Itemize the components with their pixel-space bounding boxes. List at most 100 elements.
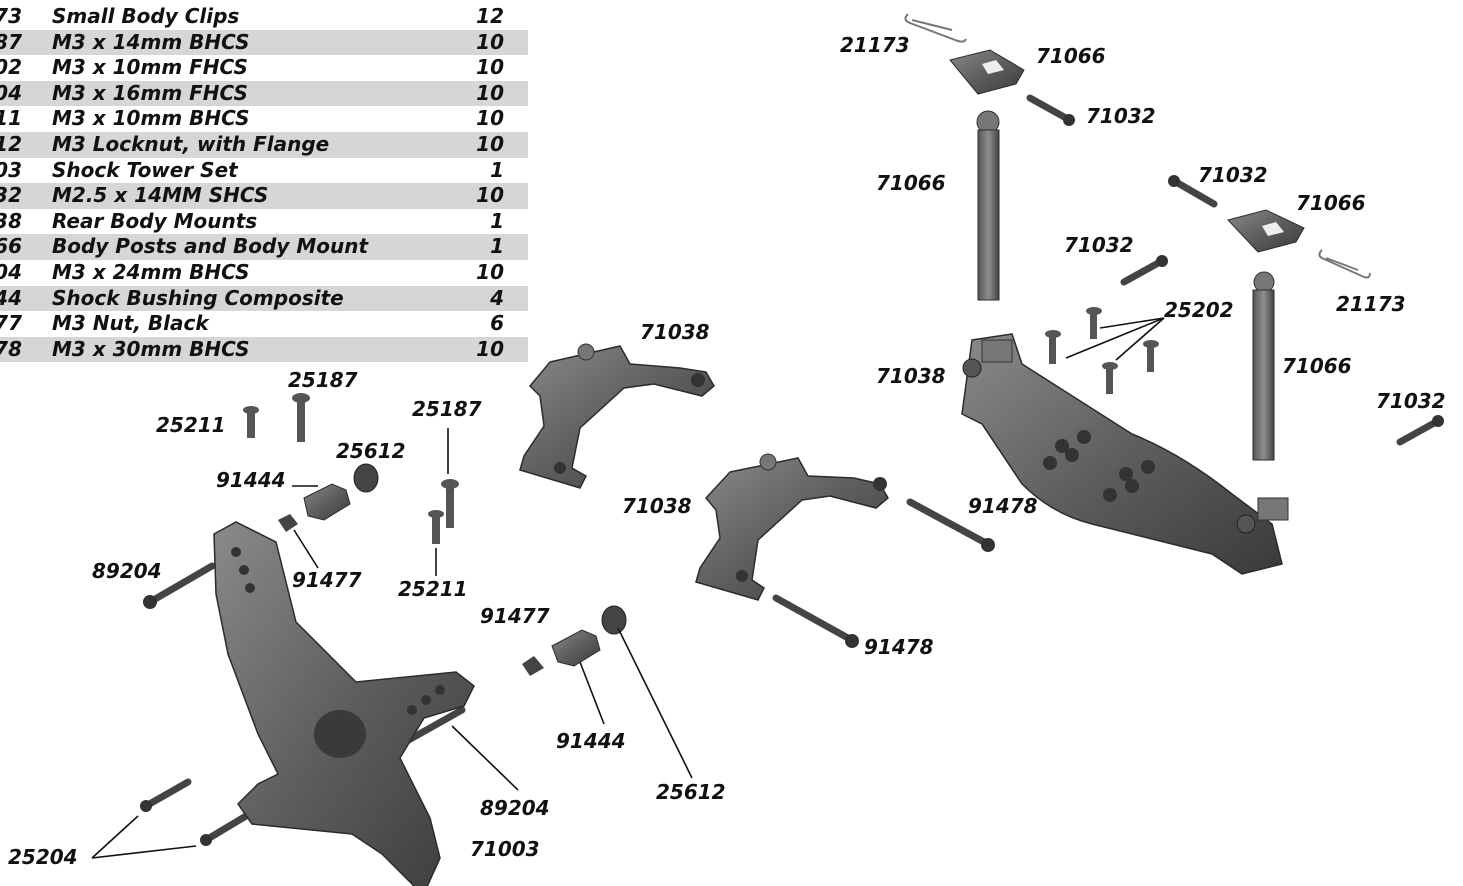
- callout-71066-post-right: 71066: [1282, 354, 1352, 378]
- part-description: M3 x 24mm BHCS: [52, 259, 250, 284]
- part-quantity: 4: [490, 285, 504, 310]
- shock-bushing-upper: [278, 463, 379, 532]
- callout-71038-right: 71038: [876, 364, 946, 388]
- leader-lines: [91, 317, 1165, 859]
- parts-list-row: 87 M3 x 14mm BHCS 10: [0, 29, 528, 56]
- parts-list-row: 78 M3 x 30mm BHCS 10: [0, 336, 528, 363]
- callout-91444-upper: 91444: [216, 468, 286, 492]
- part-number: 12: [0, 131, 22, 156]
- part-quantity: 1: [490, 157, 504, 182]
- body-post-left: [976, 110, 1000, 301]
- part-description: M3 x 10mm BHCS: [52, 106, 250, 131]
- callout-21173-right: 21173: [1336, 292, 1406, 316]
- screw-25211-left: [243, 406, 259, 438]
- shock-tower: [213, 521, 475, 886]
- callout-25204: 25204: [8, 845, 78, 869]
- callout-71032-mid: 71032: [1064, 233, 1134, 257]
- part-number: 87: [0, 29, 22, 54]
- part-description: M3 x 10mm FHCS: [52, 55, 248, 80]
- part-description: Shock Tower Set: [52, 157, 238, 182]
- part-number: 77: [0, 311, 22, 336]
- callout-25612-upper: 25612: [336, 439, 406, 463]
- part-description: M3 Locknut, with Flange: [52, 131, 330, 156]
- part-number: 03: [0, 157, 22, 182]
- part-number: 66: [0, 234, 22, 259]
- callout-71066-post-left: 71066: [876, 171, 946, 195]
- part-number: 44: [0, 285, 22, 310]
- callout-25202: 25202: [1164, 298, 1234, 322]
- callout-25211-left: 25211: [156, 413, 226, 437]
- part-quantity: 12: [476, 4, 504, 28]
- part-description: M2.5 x 14MM SHCS: [52, 183, 269, 208]
- part-quantity: 10: [476, 106, 504, 131]
- small-screws-group: [1045, 307, 1159, 394]
- long-screw-89204-left: [143, 562, 216, 609]
- part-quantity: 6: [490, 311, 504, 336]
- part-number: 04: [0, 80, 22, 105]
- screw-25211-right: [428, 510, 444, 544]
- callout-71038-upper: 71038: [640, 320, 710, 344]
- screw-25187-right: [441, 479, 459, 528]
- part-quantity: 10: [476, 259, 504, 284]
- callout-89204-left: 89204: [92, 559, 162, 583]
- part-number: 38: [0, 208, 22, 233]
- parts-list-row: 66 Body Posts and Body Mount 1: [0, 234, 528, 260]
- part-number: 04: [0, 259, 22, 284]
- long-screw-upper: [906, 498, 995, 552]
- part-quantity: 1: [490, 234, 504, 259]
- callout-71032-top: 71032: [1086, 104, 1156, 128]
- long-screw-lower: [772, 594, 859, 648]
- part-description: M3 x 14mm BHCS: [52, 29, 250, 54]
- part-description: M3 Nut, Black: [52, 311, 209, 336]
- part-quantity: 10: [476, 29, 504, 54]
- part-number: 32: [0, 183, 22, 208]
- part-number: 73: [0, 4, 22, 28]
- part-quantity: 10: [476, 80, 504, 105]
- screw-25187-left: [292, 393, 310, 442]
- parts-list-row: 04 M3 x 24mm BHCS 10: [0, 260, 528, 286]
- part-description: M3 x 30mm BHCS: [52, 336, 250, 361]
- callout-89204-right: 89204: [480, 796, 550, 820]
- parts-list-row: 03 Shock Tower Set 1: [0, 158, 528, 184]
- part-quantity: 1: [490, 208, 504, 233]
- callout-71066-right: 71066: [1296, 191, 1366, 215]
- callout-71032-far-right: 71032: [1376, 389, 1446, 413]
- screw-mid: [1120, 255, 1168, 286]
- rear-body-mount-bracket: [961, 333, 1289, 575]
- callout-91444-lower: 91444: [556, 729, 626, 753]
- body-clip-right: [1318, 249, 1371, 279]
- callout-71038-lower: 71038: [622, 494, 692, 518]
- callout-71003: 71003: [470, 837, 540, 861]
- body-post-right: [1252, 271, 1275, 461]
- part-description: Body Posts and Body Mount: [52, 234, 369, 259]
- screw-right-upper: [1168, 175, 1218, 208]
- parts-list-row: 77 M3 Nut, Black 6: [0, 311, 528, 337]
- callout-21173-top: 21173: [840, 33, 910, 57]
- callout-25187-right: 25187: [412, 397, 482, 421]
- callout-91477-lower: 91477: [480, 604, 550, 628]
- part-number: 78: [0, 336, 22, 361]
- callout-25612-lower: 25612: [656, 780, 726, 804]
- body-clip-top: [904, 13, 967, 43]
- part-quantity: 10: [476, 336, 504, 361]
- screw-far-right: [1396, 415, 1444, 446]
- part-quantity: 10: [476, 55, 504, 80]
- callout-91478-upper: 91478: [968, 494, 1038, 518]
- callout-91477-upper: 91477: [292, 568, 362, 592]
- screw-top: [1026, 94, 1075, 126]
- parts-list-table: 73Small Body Clips1287M3 x 14mm BHCS1002…: [0, 4, 528, 363]
- callout-25187-left: 25187: [288, 368, 358, 392]
- callout-91478-lower: 91478: [864, 635, 934, 659]
- callout-25211-right: 25211: [398, 577, 468, 601]
- callout-71066-top: 71066: [1036, 44, 1106, 68]
- body-mount-plate-top: [949, 49, 1025, 95]
- body-mount-plate-right: [1227, 209, 1305, 253]
